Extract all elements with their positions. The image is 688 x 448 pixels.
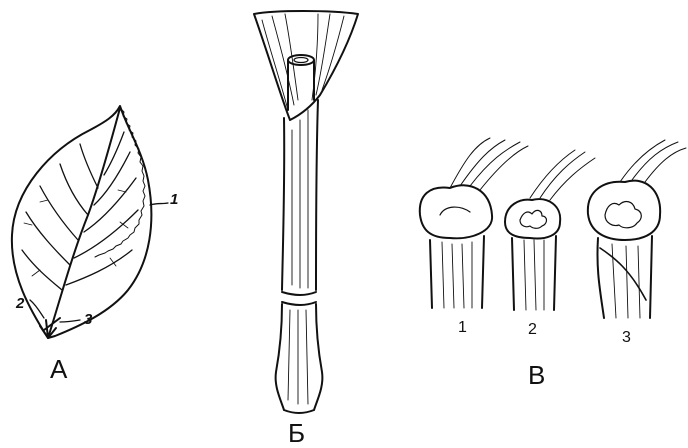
leaf-drawing <box>12 106 168 338</box>
stem-base-3 <box>588 140 686 318</box>
stem-base-number-1: 1 <box>458 320 467 336</box>
stem-base-2 <box>505 150 595 310</box>
stem-bases-drawing <box>420 138 686 318</box>
stem-base-1 <box>420 138 528 308</box>
leaf-callout-2: 2 <box>16 296 24 311</box>
leaf-callout-1: 1 <box>170 192 178 207</box>
leaf-serration <box>95 108 145 257</box>
stem-base-number-2: 2 <box>528 322 537 338</box>
leaf-callout-3: 3 <box>84 312 92 327</box>
panel-c-letter: В <box>528 362 545 388</box>
panel-a-letter: А <box>50 356 67 382</box>
stem-drawing <box>254 11 358 413</box>
stem-base-number-3: 3 <box>622 330 631 346</box>
stem-hollow-top <box>288 60 314 110</box>
panel-b-letter: Б <box>288 420 305 446</box>
leaf-midrib <box>48 108 120 338</box>
stem-node <box>282 292 316 305</box>
